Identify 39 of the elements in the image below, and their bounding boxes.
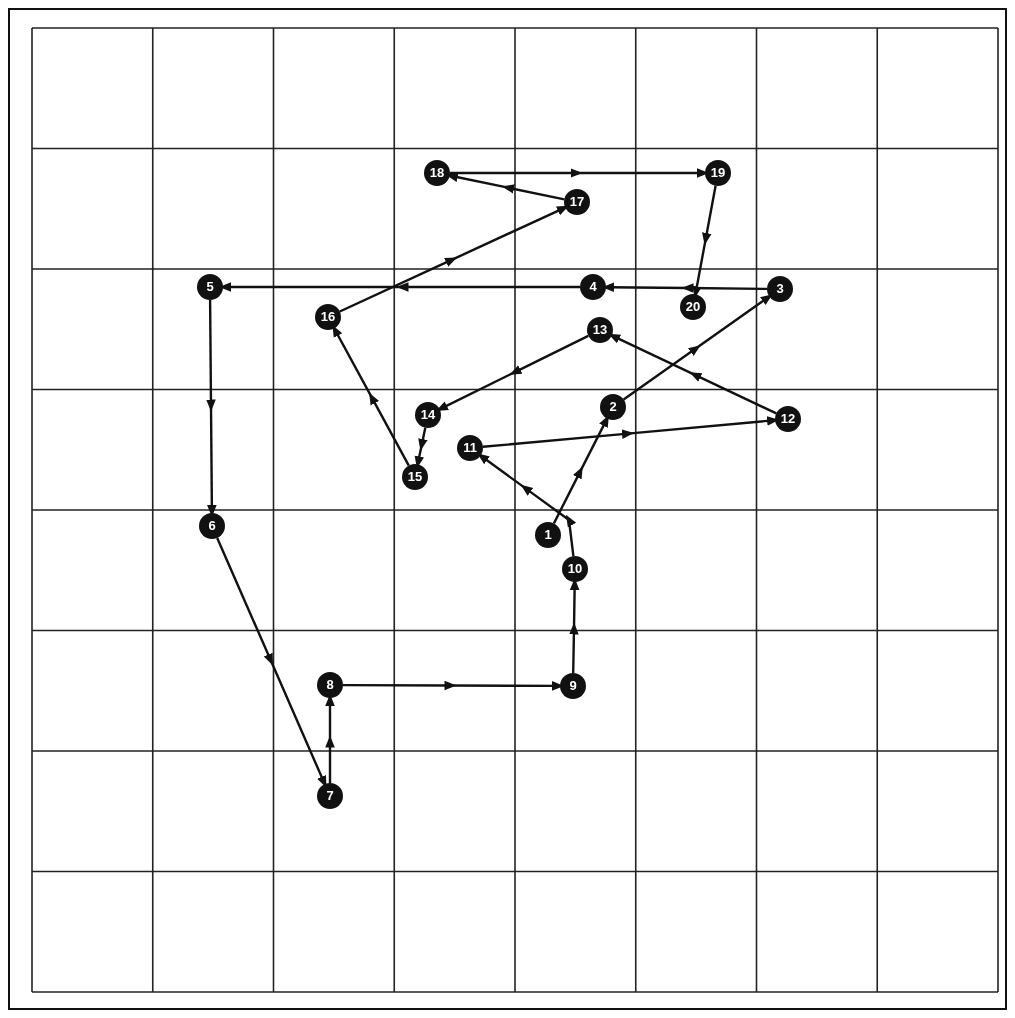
arrow: [693, 185, 717, 295]
arrow: [569, 582, 580, 674]
arrow: [450, 168, 704, 178]
numbered-circle: 5: [197, 274, 223, 300]
numbered-circle: 11: [457, 435, 483, 461]
arrow: [612, 334, 777, 415]
arrow: [414, 427, 428, 465]
arrow: [607, 282, 767, 293]
numbered-circle: 20: [680, 294, 706, 320]
arrow: [325, 698, 335, 783]
numbered-circle: 15: [402, 464, 428, 490]
arrow: [482, 416, 774, 448]
arrow: [224, 282, 580, 292]
numbered-circle: 6: [199, 513, 225, 539]
numbered-circle: 4: [580, 274, 606, 300]
arrow: [339, 206, 565, 313]
numbered-circle: 12: [775, 406, 801, 432]
numbered-circle: 3: [767, 276, 793, 302]
arrow: [450, 174, 565, 201]
arrow: [480, 454, 576, 557]
arrow: [439, 334, 589, 411]
numbered-circle: 9: [560, 673, 586, 699]
arrow: [343, 680, 559, 691]
numbered-circle: 2: [600, 394, 626, 420]
numbered-circle: 1: [535, 522, 561, 548]
numbered-circle: 7: [317, 783, 343, 809]
numbered-circle: 17: [564, 189, 590, 215]
arrow: [552, 418, 609, 524]
arrow: [206, 300, 217, 513]
numbered-circle: 19: [705, 160, 731, 186]
arrow: [216, 537, 327, 785]
numbered-circle: 13: [587, 317, 613, 343]
arrow: [332, 328, 410, 467]
numbered-circle: 8: [317, 672, 343, 698]
numbered-circle: 10: [562, 556, 588, 582]
numbered-circle: 16: [315, 304, 341, 330]
numbered-circle: 14: [415, 402, 441, 428]
numbered-circle: 18: [424, 160, 450, 186]
arrow: [622, 295, 770, 401]
